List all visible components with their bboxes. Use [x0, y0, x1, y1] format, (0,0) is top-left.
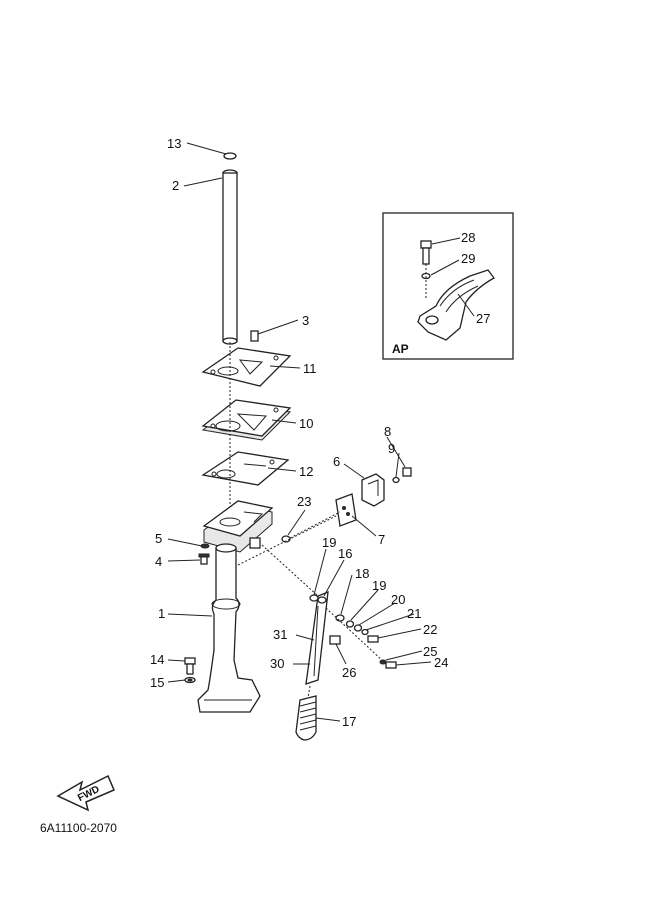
- callout-22: 22: [423, 622, 437, 637]
- gasket-12-part: [201, 451, 290, 486]
- bracket-27-part: [417, 269, 495, 341]
- callout-13: 13: [167, 136, 181, 151]
- drive-shaft-housing-part: [197, 543, 261, 713]
- drive-shaft-part: [222, 152, 238, 345]
- callout-1: 1: [158, 606, 165, 621]
- callout-19-lower: 19: [372, 578, 386, 593]
- callout-25: 25: [423, 644, 437, 659]
- callout-21: 21: [407, 606, 421, 621]
- callout-17: 17: [342, 714, 356, 729]
- callout-4: 4: [155, 554, 162, 569]
- part-code: 6A11100-2070: [40, 821, 117, 835]
- washer-23-part: [281, 535, 291, 543]
- grip-17-part: [295, 695, 317, 741]
- bolt-14-part: [184, 657, 196, 675]
- callout-9: 9: [388, 441, 395, 456]
- fwd-arrow: FWD: [56, 774, 115, 812]
- ap-inset-box: 28 29 27 AP: [382, 212, 514, 360]
- washer-19b-part: [345, 620, 355, 628]
- callout-30: 30: [270, 656, 284, 671]
- gasket-11-part: [201, 347, 292, 387]
- screw-24-part: [385, 661, 397, 669]
- bolt-8-part: [402, 467, 412, 477]
- callout-23: 23: [297, 494, 311, 509]
- bracket-plate-7-part: [335, 493, 357, 527]
- washer-21-part: [361, 628, 369, 636]
- callout-19-upper: 19: [322, 535, 336, 550]
- washer-9-part: [392, 476, 400, 484]
- bolt-28-part: [420, 240, 432, 265]
- callout-10: 10: [299, 416, 313, 431]
- callout-27: 27: [476, 311, 490, 326]
- callout-20: 20: [391, 592, 405, 607]
- inset-tag-ap: AP: [392, 342, 409, 356]
- callout-26: 26: [342, 665, 356, 680]
- callout-7: 7: [378, 532, 385, 547]
- washer-19-part: [309, 594, 319, 602]
- callout-16: 16: [338, 546, 352, 561]
- upper-casing-head-part: [202, 500, 274, 553]
- washer-15-part: [184, 676, 196, 684]
- callout-14: 14: [150, 652, 164, 667]
- tiller-handle-part: [305, 590, 329, 685]
- dowel-pin-part: [250, 330, 259, 342]
- washer-20-part: [353, 624, 363, 632]
- callout-6: 6: [333, 454, 340, 469]
- callout-3: 3: [302, 313, 309, 328]
- bolt-22-part: [367, 635, 379, 643]
- callout-24: 24: [434, 655, 448, 670]
- callout-28: 28: [461, 230, 475, 245]
- callout-labels: 13 2 3 11 10 12 1 4 5 23 7 6 9 8 19 16 1…: [150, 136, 448, 729]
- callout-18: 18: [355, 566, 369, 581]
- bracket-6-part: [361, 473, 385, 507]
- callout-12: 12: [299, 464, 313, 479]
- callout-31: 31: [273, 627, 287, 642]
- callout-15: 15: [150, 675, 164, 690]
- washer-5-part: [200, 543, 210, 549]
- collar-26-part: [329, 635, 341, 645]
- callout-29: 29: [461, 251, 475, 266]
- plate-10-part: [201, 399, 292, 441]
- callout-8: 8: [384, 424, 391, 439]
- leader-lines: [167, 142, 432, 722]
- callout-2: 2: [172, 178, 179, 193]
- callout-5: 5: [155, 531, 162, 546]
- callout-11: 11: [303, 361, 317, 376]
- bolt-4-part: [198, 553, 210, 565]
- washer-18-part: [335, 614, 345, 622]
